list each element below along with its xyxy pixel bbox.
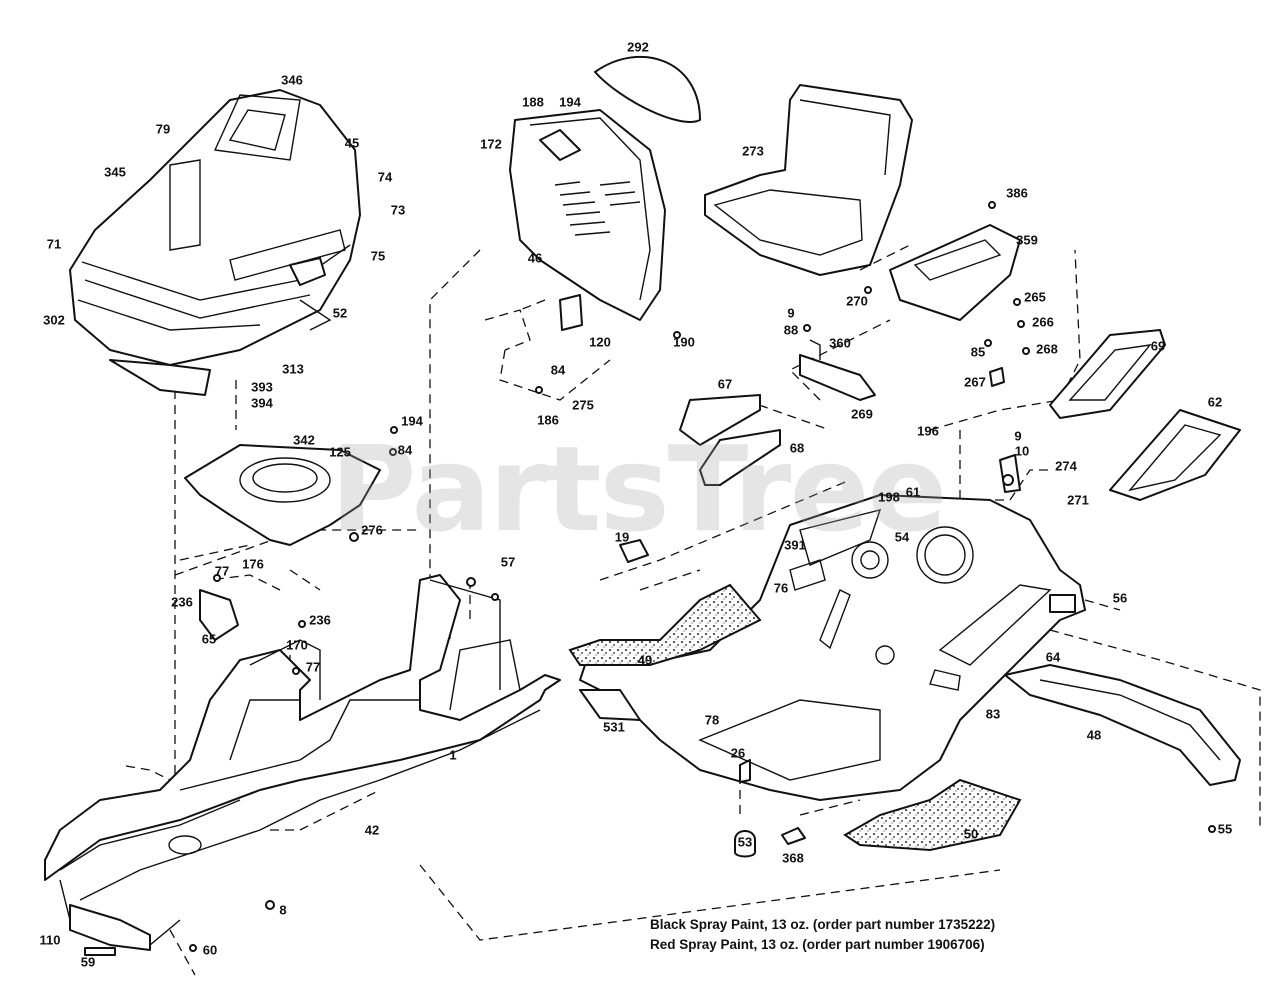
callout-label: 360: [829, 335, 851, 351]
callout-label: 42: [364, 822, 380, 838]
callout-label: 61: [905, 484, 921, 500]
callout-label: 10: [1014, 443, 1030, 459]
battery-tray: [184, 444, 381, 546]
callout-label: 85: [970, 344, 986, 360]
callout-label: 77: [214, 563, 230, 579]
callout-label: 62: [1207, 394, 1223, 410]
callout-label: 194: [559, 94, 581, 110]
callout-label: 236: [171, 594, 193, 610]
callout-label: 198: [878, 489, 900, 505]
callout-label: 274: [1055, 458, 1077, 474]
callout-label: 268: [1036, 341, 1058, 357]
callout-label: 84: [397, 442, 413, 458]
callout-label: 271: [1067, 492, 1089, 508]
callout-label: 19: [614, 529, 630, 545]
paint-note-red: Red Spray Paint, 13 oz. (order part numb…: [650, 937, 985, 952]
callout-label: 54: [894, 529, 910, 545]
callout-label: 73: [390, 202, 406, 218]
fender-assembly: [579, 494, 1086, 801]
callout-label: 26: [730, 745, 746, 761]
callout-label: 56: [1112, 590, 1128, 606]
foot-mats: [568, 583, 1022, 852]
paint-notes: Black Spray Paint, 13 oz. (order part nu…: [650, 915, 995, 955]
hardware-fasteners: [84, 201, 1216, 956]
callout-label: 393: [251, 379, 273, 395]
callout-label: 194: [401, 413, 423, 429]
callout-label: 64: [1045, 649, 1061, 665]
callout-label: 267: [964, 374, 986, 390]
callout-label: 313: [282, 361, 304, 377]
fender-inserts: [619, 329, 1241, 786]
callout-label: 84: [550, 362, 566, 378]
callout-label: 9: [1014, 428, 1022, 444]
callout-label: 391: [784, 537, 806, 553]
callout-label: 359: [1016, 232, 1038, 248]
callout-label: 176: [242, 556, 264, 572]
callout-label: 60: [202, 942, 218, 958]
callout-label: 346: [281, 72, 303, 88]
callout-label: 302: [43, 312, 65, 328]
callout-label: 57: [500, 554, 516, 570]
callout-label: 48: [1086, 727, 1102, 743]
callout-label: 276: [361, 522, 383, 538]
assembly-guide-lines: [119, 244, 1261, 976]
callout-label: 273: [742, 143, 764, 159]
callout-label: 59: [80, 954, 96, 970]
callout-label: 83: [985, 706, 1001, 722]
callout-label: 49: [637, 652, 653, 668]
callout-label: 120: [589, 334, 611, 350]
chassis-frame: [44, 574, 561, 951]
hood-assembly: [69, 89, 361, 396]
callout-label: 531: [603, 719, 625, 735]
callout-label: 50: [963, 826, 979, 842]
callout-label: 46: [527, 250, 543, 266]
callout-label: 125: [329, 444, 351, 460]
callout-label: 170: [286, 637, 308, 653]
callout-label: 292: [627, 39, 649, 55]
callout-label: 172: [480, 136, 502, 152]
paint-note-black: Black Spray Paint, 13 oz. (order part nu…: [650, 917, 996, 932]
callout-label: 190: [673, 334, 695, 350]
callout-label: 266: [1032, 314, 1054, 330]
callout-label: 76: [773, 580, 789, 596]
callout-label: 236: [309, 612, 331, 628]
callout-label: 45: [344, 135, 360, 151]
callout-label: 368: [782, 850, 804, 866]
callout-label: 77: [305, 659, 321, 675]
callout-label: 79: [155, 121, 171, 137]
callout-label: 52: [332, 305, 348, 321]
callout-label: 196: [917, 423, 939, 439]
callout-label: 74: [377, 169, 393, 185]
callout-label: 394: [251, 395, 273, 411]
callout-label: 75: [370, 248, 386, 264]
dash-panel: [509, 56, 701, 331]
callout-label: 69: [1150, 338, 1166, 354]
callout-label: 9: [787, 305, 795, 321]
callout-label: 78: [704, 712, 720, 728]
callout-label: 1: [449, 747, 457, 763]
callout-label: 110: [39, 932, 61, 948]
seat: [704, 84, 913, 276]
callout-label: 342: [293, 432, 315, 448]
callout-label: 53: [737, 834, 753, 850]
callout-label: 67: [717, 376, 733, 392]
callout-label: 8: [279, 902, 287, 918]
callout-label: 65: [201, 631, 217, 647]
seat-bracket: [799, 224, 1021, 401]
callout-label: 188: [522, 94, 544, 110]
callout-label: 275: [572, 397, 594, 413]
callout-label: 68: [789, 440, 805, 456]
callout-label: 269: [851, 406, 873, 422]
callout-label: 345: [104, 164, 126, 180]
callout-label: 88: [783, 322, 799, 338]
callout-label: 55: [1217, 821, 1233, 837]
callout-label: 71: [46, 236, 62, 252]
callout-label: 186: [537, 412, 559, 428]
callout-label: 270: [846, 293, 868, 309]
callout-label: 265: [1024, 289, 1046, 305]
callout-label: 386: [1006, 185, 1028, 201]
